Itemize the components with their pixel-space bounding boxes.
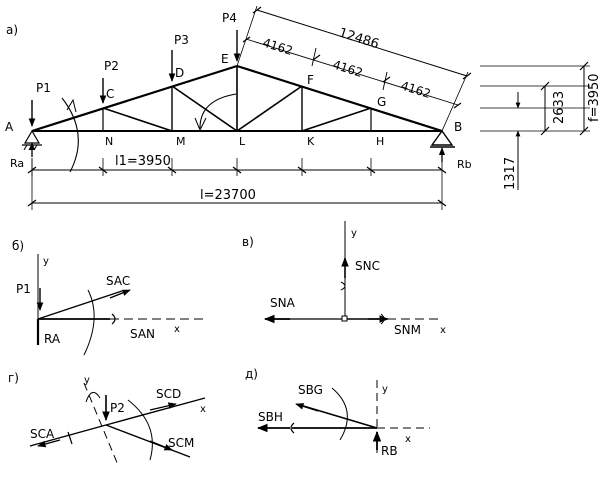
member-cd-g [105,397,206,426]
panel-label-g: г) [8,371,19,385]
dimension-panel-1: 4162 [261,36,294,59]
force-label-scd-g: SCD [156,387,181,401]
load-label-p1-b: P1 [16,282,31,296]
section-tick-v-up [340,281,346,291]
section-arrow-left [66,98,77,113]
node-label-h: H [376,135,384,148]
node-n-marker-v [341,315,348,322]
force-label-sbh-d: SBH [258,410,283,424]
diagonal-lf [236,85,303,132]
diagonal-cm [102,107,173,132]
height-dimensions [480,61,590,190]
node-label-c: C [106,87,114,101]
panel-a: а) A C D E F G H K L M N B [5,5,601,210]
panel-label-b: б) [12,239,24,253]
node-label-a: A [5,120,14,134]
panel-v: в) у SNC SNA SNM x [242,221,446,337]
axis-x-label-b: x [174,324,180,335]
load-label-p1: P1 [36,81,51,95]
dimension-span: l=23700 [200,188,256,203]
axis-x-label-v: x [440,325,446,336]
node-label-d: D [175,66,184,80]
member-cm-g [105,424,191,458]
node-label-e: E [221,52,229,66]
force-scm-arrow-g [149,440,173,451]
force-sca-arrow-g [37,439,61,448]
dimension-panel-length: l1=3950 [115,154,171,169]
section-arrow-right [194,117,207,132]
node-label-f: F [307,73,314,87]
axis-y-label-v: у [351,228,357,239]
diagonal-kg [301,107,372,132]
reaction-label-ra: Ra [10,157,24,170]
truss-members [31,64,443,133]
load-label-p4: P4 [222,11,237,25]
section-tick-d [290,422,295,434]
reaction-label-rb: Rb [457,158,472,171]
panel-b: б) у P1 SAC SAN RA x [12,239,205,356]
panel-label-a: а) [6,23,18,37]
panel-label-d: д) [245,367,258,381]
node-label-m: M [176,135,186,148]
dimension-panel-3: 4162 [399,79,432,102]
support-b [430,129,455,148]
angle-arc-g [85,391,101,403]
node-label-n: N [105,135,113,148]
axis-y-label-d: у [382,384,388,395]
y-axis-g [83,382,119,466]
panel-g: г) у P2 SCD x SCA SCM [8,371,206,466]
load-label-p2: P2 [104,59,119,73]
force-sac-arrow-b [109,289,131,299]
load-label-p2-g: P2 [110,401,125,415]
node-label-g: G [377,95,386,109]
load-arrows [28,30,241,127]
axis-x-label-g: x [200,404,206,415]
axis-x-label-d: x [405,434,411,445]
section-arc-d [331,387,348,441]
node-label-b: B [454,120,462,134]
top-chord-dimension [236,5,472,132]
section-arc-right [199,93,237,129]
force-label-sac-b: SAC [106,274,130,288]
force-label-snc-v: SNC [355,259,380,273]
panel-d: д) у SBG SBH x RB [245,367,430,458]
section-tick-b [111,313,116,325]
reaction-label-rb-d: RB [381,444,398,458]
dimension-rise: f=3950 [587,73,601,122]
diagonal-dl [171,85,238,132]
panel-dimension-chain [27,158,447,210]
dimension-top-chord: 12486 [337,26,381,53]
force-label-san-b: SAN [130,327,155,341]
section-arc-b [83,289,95,356]
top-chord-right [236,64,443,133]
top-chord-left [31,64,238,133]
member-ac-b [37,290,123,320]
reaction-label-ra-b: RA [44,332,61,346]
force-label-scm-g: SCM [168,436,194,450]
section-tick-v-right [380,313,385,325]
load-label-p3: P3 [174,33,189,47]
force-label-sbg-d: SBG [298,383,323,397]
node-label-k: K [307,135,315,148]
force-label-sca-g: SCA [30,427,55,441]
force-label-sna-v: SNA [270,296,296,310]
dimension-height-1317: 1317 [503,157,518,190]
section-tick-g [67,431,73,445]
axis-y-label-b: у [43,256,49,267]
force-sbg-arrow-d [295,403,319,412]
dimension-height-2633: 2633 [552,91,567,124]
panel-label-v: в) [242,235,254,249]
force-scd-arrow-g [149,402,177,411]
section-arc-left [61,97,79,173]
node-label-l: L [239,135,246,148]
section-arc-g [127,399,153,461]
span-dimension-line [27,199,447,207]
axis-y-label-g: у [84,375,90,386]
dimension-panel-2: 4162 [331,58,364,81]
force-label-snm-v: SNM [394,323,421,337]
